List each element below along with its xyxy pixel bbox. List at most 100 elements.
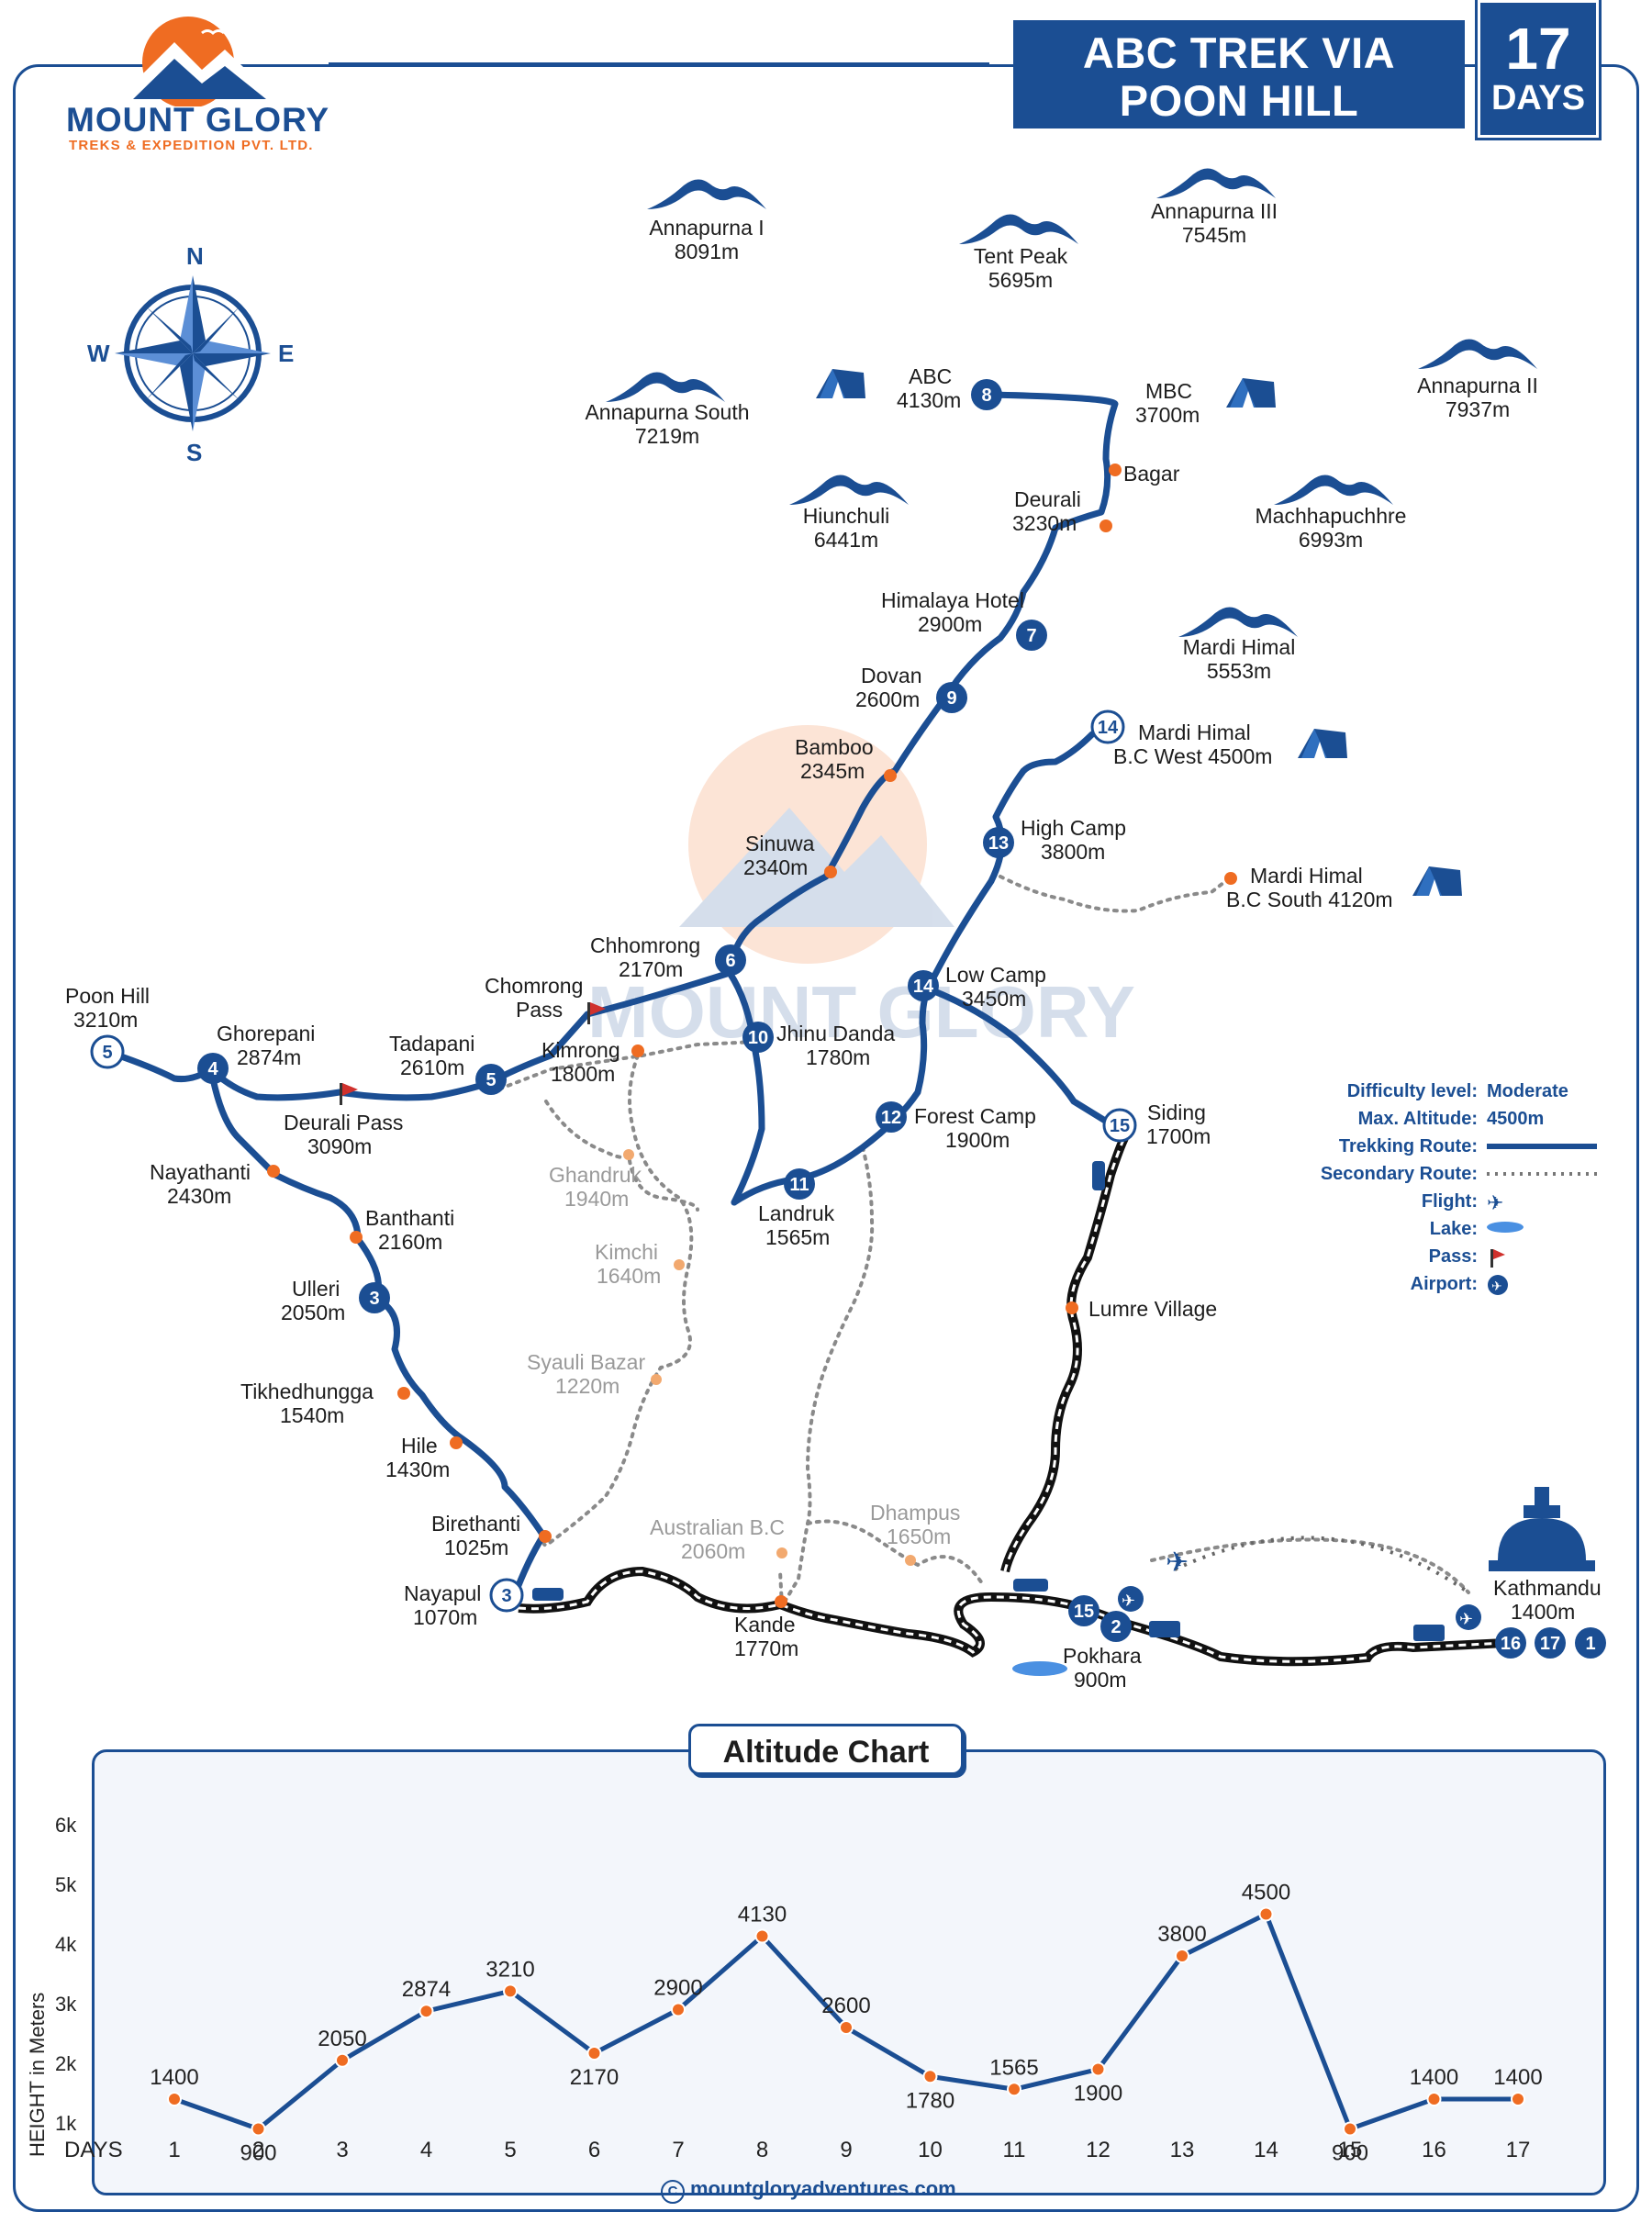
day-marker: 10 bbox=[742, 1022, 774, 1053]
compass-rose-icon: N S E W bbox=[87, 242, 294, 466]
waypoint-dots bbox=[267, 464, 1237, 1608]
altitude-point bbox=[1258, 1906, 1274, 1922]
place-name: Landruk bbox=[758, 1201, 835, 1225]
altitude-data-label: 3210 bbox=[486, 1957, 534, 1982]
altitude-points: 1400900205028743210217029004130260017801… bbox=[150, 1881, 1542, 2166]
altitude-data-label: 1565 bbox=[989, 2055, 1038, 2080]
altitude-point bbox=[503, 1983, 518, 1999]
x-tick-label: 9 bbox=[840, 2138, 852, 2162]
place-alt: 1770m bbox=[734, 1637, 798, 1660]
watermark-text: MOUNT GLORY bbox=[587, 971, 1135, 1053]
day-marker: 8 bbox=[971, 379, 1002, 410]
x-tick-label: 3 bbox=[336, 2138, 348, 2162]
brand-subtitle: TREKS & EXPEDITION PVT. LTD. bbox=[69, 138, 314, 153]
place-alt: 1650m bbox=[887, 1525, 951, 1548]
day-marker: 12 bbox=[876, 1101, 907, 1133]
days-number: 17 bbox=[1505, 16, 1571, 82]
altitude-data-label: 3800 bbox=[1157, 1922, 1206, 1947]
day-markers: 1 2 3 3 4 5 5 6 7 8 9 10 11 12 13 14 14 … bbox=[90, 379, 1606, 1659]
mountain-icon bbox=[959, 214, 1078, 244]
compass-n: N bbox=[186, 242, 204, 270]
mountain-icon bbox=[789, 475, 909, 505]
peak-name: Annapurna II bbox=[1417, 374, 1538, 397]
camp-tent-icon bbox=[816, 369, 865, 398]
y-tick-label: 6k bbox=[55, 1814, 77, 1837]
altitude-data-label: 900 bbox=[1332, 2141, 1368, 2166]
place-alt: 1800m bbox=[551, 1062, 615, 1086]
peak-name: Hiunchuli bbox=[803, 504, 890, 528]
title-line-2: WITH MARDI HIMAL bbox=[1029, 124, 1449, 173]
title-line-1: ABC TREK VIA POON HILL bbox=[1082, 28, 1396, 125]
svg-text:✈: ✈ bbox=[1491, 1279, 1502, 1293]
place-alt: Pass bbox=[516, 998, 563, 1022]
altitude-data-label: 900 bbox=[240, 2141, 276, 2166]
place-name: Birethanti bbox=[431, 1512, 520, 1536]
svg-text:12: 12 bbox=[881, 1108, 901, 1128]
compass-s: S bbox=[186, 439, 202, 466]
chart-title: Altitude Chart bbox=[688, 1724, 964, 1775]
svg-text:8: 8 bbox=[981, 385, 991, 406]
legend-row: Difficulty level:Moderate bbox=[1346, 1081, 1568, 1101]
place-name: Nayapul bbox=[404, 1581, 481, 1605]
place-alt: 1070m bbox=[413, 1605, 477, 1629]
stupa-icon bbox=[1489, 1487, 1595, 1571]
altitude-data-label: 2874 bbox=[402, 1977, 451, 2002]
place-alt: 2050m bbox=[281, 1301, 345, 1324]
compass-e: E bbox=[278, 340, 294, 367]
secondary-place-labels: Ghandruk 1940m Kimchi 1640m Syauli Bazar… bbox=[527, 1163, 960, 1563]
place-name: Chomrong bbox=[485, 974, 583, 998]
svg-text:2: 2 bbox=[1111, 1617, 1121, 1637]
place-alt: 2900m bbox=[918, 612, 982, 636]
y-tick-label: 1k bbox=[55, 2112, 77, 2135]
peak-alt: 8091m bbox=[675, 240, 739, 263]
place-alt: 1540m bbox=[280, 1403, 344, 1427]
mountain-logo-icon bbox=[119, 17, 275, 108]
road-route bbox=[518, 1135, 1506, 1667]
svg-text:5: 5 bbox=[102, 1043, 112, 1063]
x-axis-label: DAYS bbox=[64, 2138, 123, 2162]
altitude-point bbox=[1175, 1949, 1189, 1963]
place-name: Pokhara bbox=[1063, 1644, 1142, 1668]
jeep-icon bbox=[532, 1588, 564, 1601]
secondary-routes bbox=[489, 875, 1470, 1613]
altitude-point bbox=[586, 2045, 602, 2061]
place-name: Australian B.C bbox=[650, 1515, 785, 1539]
camp-tent-icon bbox=[1412, 866, 1462, 896]
place-alt: B.C West 4500m bbox=[1113, 744, 1272, 768]
camp-tent-icon bbox=[1226, 378, 1276, 408]
camp-tent-icon bbox=[1298, 729, 1347, 758]
place-name: Jhinu Danda bbox=[776, 1022, 895, 1045]
website-link[interactable]: mountgloryadventures.com bbox=[690, 2177, 956, 2200]
place-name: Poon Hill bbox=[65, 984, 150, 1008]
days-label: DAYS bbox=[1490, 79, 1586, 117]
airplane-icon: ✈ bbox=[1487, 1191, 1504, 1214]
pass-flag-icon bbox=[340, 1002, 606, 1105]
x-tick-label: 7 bbox=[672, 2138, 684, 2162]
altitude-data-label: 2600 bbox=[821, 1994, 870, 2018]
vehicle-icons bbox=[532, 1161, 1445, 1641]
altitude-point bbox=[335, 2052, 350, 2068]
place-name: Kimchi bbox=[595, 1240, 658, 1264]
bus-icon bbox=[1149, 1621, 1180, 1637]
place-alt: 2600m bbox=[855, 687, 920, 711]
place-alt: 3800m bbox=[1041, 840, 1105, 864]
altitude-data-label: 1780 bbox=[906, 2088, 954, 2113]
peak-alt: 5695m bbox=[988, 268, 1053, 292]
place-alt: 3230m bbox=[1012, 511, 1077, 535]
place-name: Syauli Bazar bbox=[527, 1350, 645, 1374]
day-marker: 3 bbox=[489, 1578, 524, 1613]
place-alt: 1220m bbox=[555, 1374, 620, 1398]
place-alt: 1940m bbox=[564, 1187, 629, 1211]
place-name: Bamboo bbox=[795, 735, 874, 759]
x-tick-label: 8 bbox=[756, 2138, 768, 2162]
altitude-data-label: 2170 bbox=[570, 2065, 619, 2090]
svg-text:9: 9 bbox=[946, 688, 956, 709]
svg-text:17: 17 bbox=[1540, 1634, 1560, 1654]
place-name: Sinuwa bbox=[745, 832, 815, 855]
place-name: Kande bbox=[734, 1613, 796, 1637]
jeep-icon bbox=[1092, 1161, 1105, 1190]
place-alt: 1400m bbox=[1511, 1600, 1575, 1624]
legend-row: Lake: bbox=[1267, 1219, 1615, 1246]
altitude-data-label: 1400 bbox=[1493, 2065, 1542, 2090]
